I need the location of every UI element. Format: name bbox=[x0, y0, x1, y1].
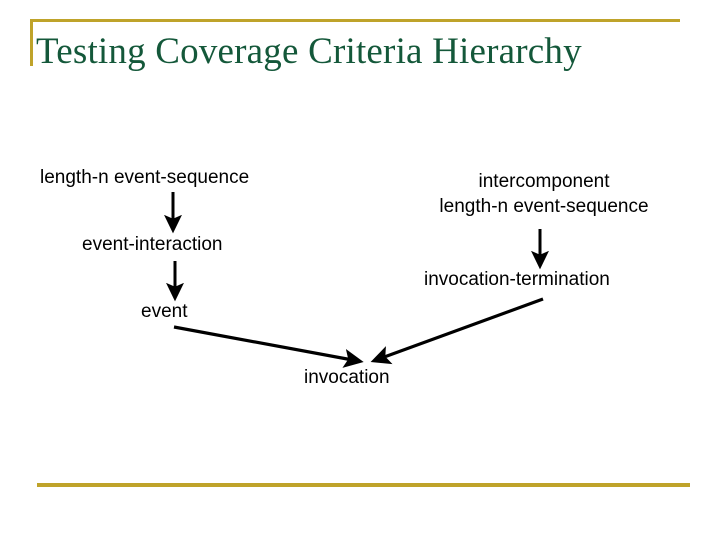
title-accent-frame bbox=[30, 19, 680, 66]
node-invocation-termination: invocation-termination bbox=[424, 269, 610, 290]
node-length-n-event-sequence: length-n event-sequence bbox=[40, 167, 250, 188]
arrow-invocationtermination-to-invocation bbox=[370, 297, 544, 365]
node-intercomponent-line2: length-n event-sequence bbox=[439, 196, 649, 217]
node-intercomponent-line1: intercomponent bbox=[478, 171, 610, 192]
node-invocation: invocation bbox=[304, 367, 390, 388]
node-event: event bbox=[141, 301, 188, 322]
page-title: Testing Coverage Criteria Hierarchy bbox=[36, 31, 582, 72]
footer-accent-rule bbox=[37, 483, 690, 487]
node-intercomponent-length-n-event-sequence: intercomponent length-n event-sequence bbox=[408, 169, 680, 219]
node-event-interaction: event-interaction bbox=[82, 234, 223, 255]
arrow-event-to-invocation bbox=[173, 325, 364, 368]
